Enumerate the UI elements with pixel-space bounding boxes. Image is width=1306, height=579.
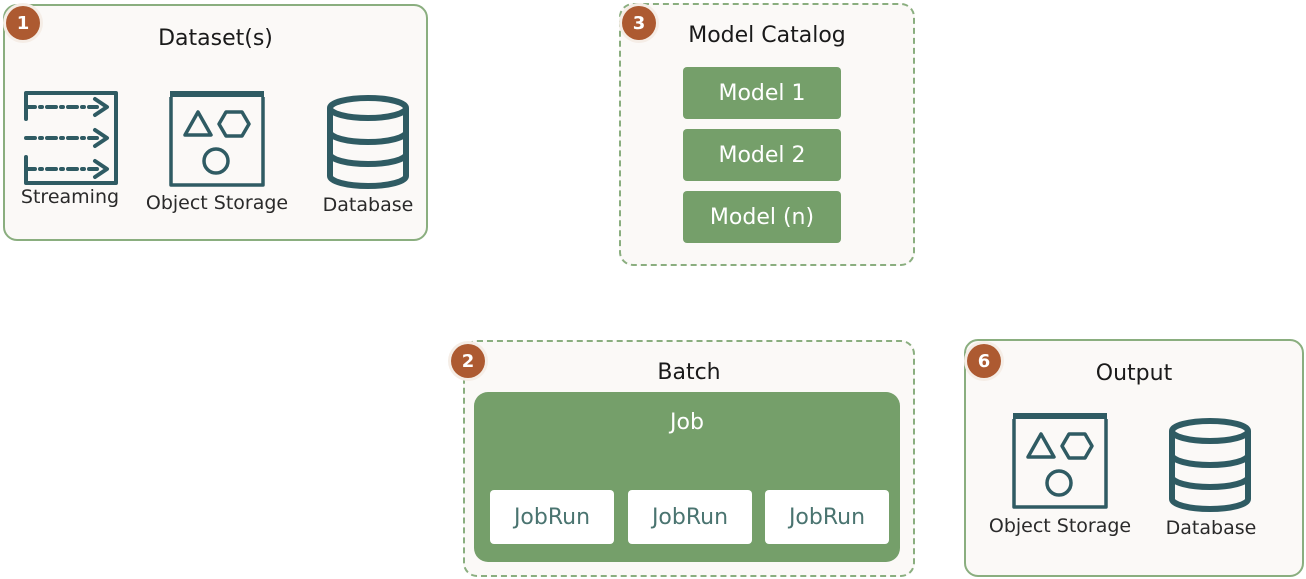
jobrun-box-2: JobRun: [628, 490, 752, 544]
job-title: Job: [670, 410, 704, 435]
batch-box: Batch Job JobRun JobRun JobRun: [463, 340, 915, 577]
step-badge-2: 2: [451, 344, 485, 378]
model-catalog-title: Model Catalog: [688, 23, 846, 48]
datasets-box: Dataset(s) Streaming Object Storage: [3, 4, 428, 241]
database-icon: [1169, 418, 1251, 512]
jobrun-box-3: JobRun: [765, 490, 889, 544]
model-1-box: Model 1: [683, 67, 841, 119]
step-badge-6: 6: [967, 344, 1001, 378]
model-n-box: Model (n): [683, 191, 841, 243]
streaming-icon: [24, 91, 118, 185]
step-badge-3: 3: [622, 6, 656, 40]
object-storage-label: Object Storage: [145, 192, 289, 214]
output-box: Output Object Storage Database: [964, 339, 1304, 577]
streaming-label: Streaming: [20, 186, 120, 208]
object-storage-icon: [1012, 413, 1108, 509]
batch-title: Batch: [657, 360, 721, 385]
model-2-box: Model 2: [683, 129, 841, 181]
database-label: Database: [322, 194, 414, 216]
step-badge-1: 1: [6, 6, 40, 40]
jobrun-box-1: JobRun: [490, 490, 614, 544]
model-catalog-box: Model Catalog Model 1 Model 2 Model (n): [619, 3, 915, 266]
output-title: Output: [1095, 361, 1173, 386]
output-database-label: Database: [1165, 517, 1257, 539]
database-icon: [327, 95, 409, 189]
output-object-storage-label: Object Storage: [988, 515, 1132, 537]
datasets-title: Dataset(s): [158, 26, 273, 51]
job-panel: Job JobRun JobRun JobRun: [474, 392, 900, 562]
object-storage-icon: [169, 91, 265, 187]
